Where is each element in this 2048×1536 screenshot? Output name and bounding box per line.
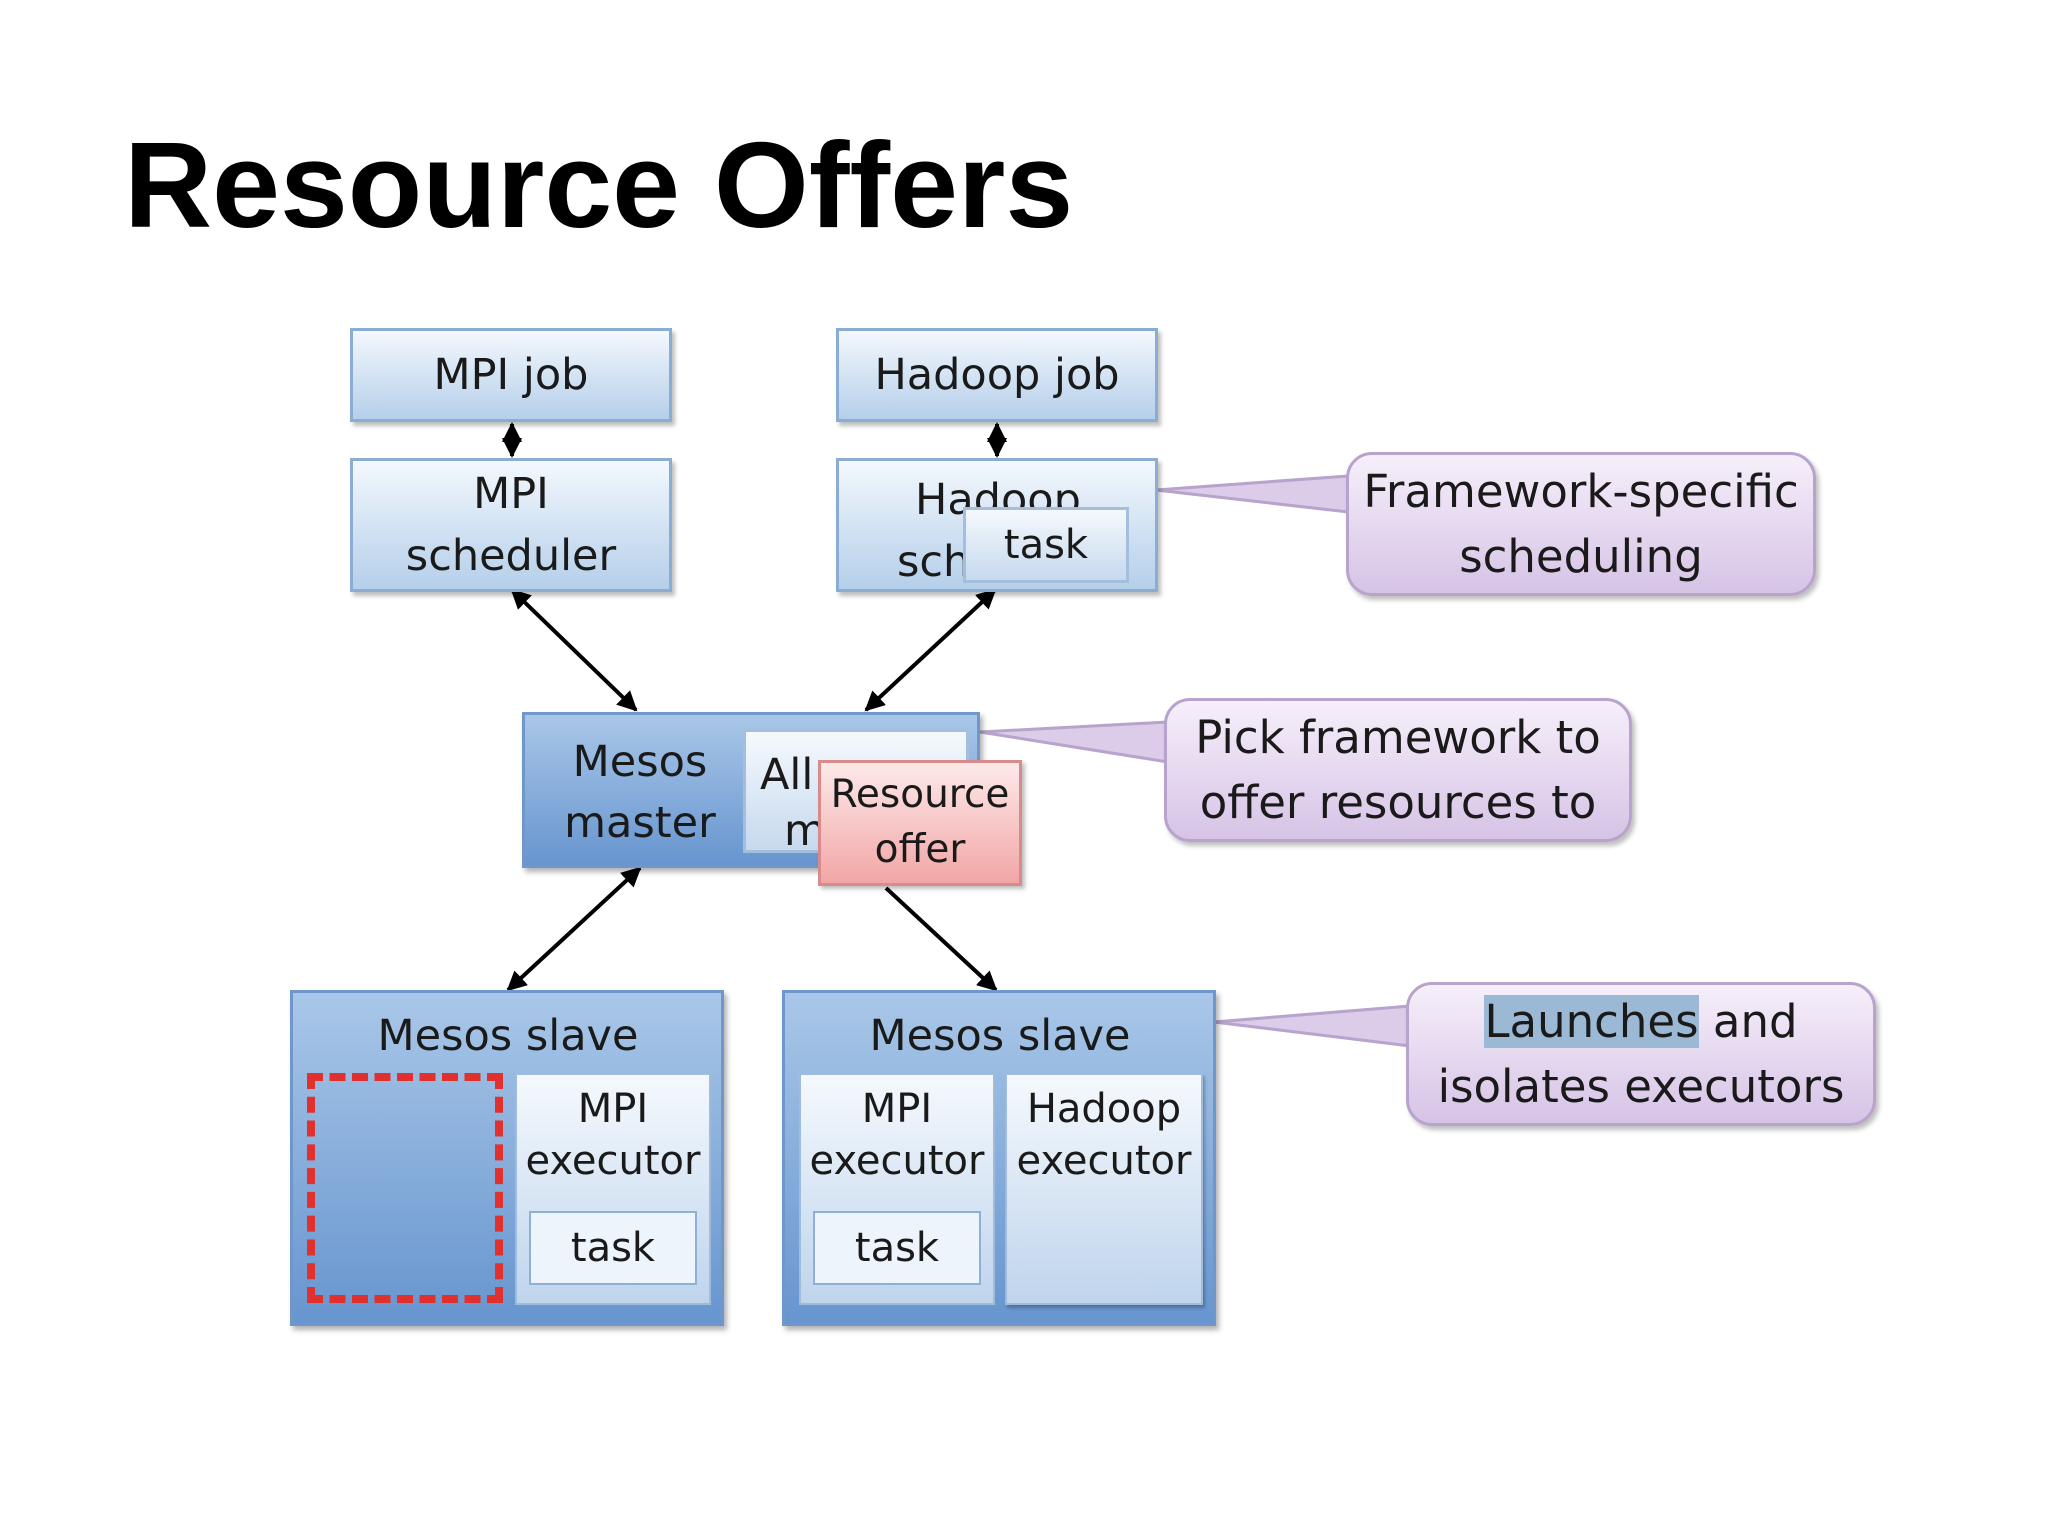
mpi-executor-left-box: MPI executor task — [515, 1073, 711, 1305]
callout-pointer-pick — [979, 720, 1170, 764]
mpi-scheduler-label-1: MPI — [473, 468, 549, 519]
mesos-slave-left-title: Mesos slave — [377, 1011, 639, 1061]
slide-title: Resource Offers — [124, 117, 1074, 253]
hadoop-executor-label-1: Hadoop — [1026, 1086, 1182, 1132]
callout-pick-line-2: offer resources to — [1199, 776, 1597, 829]
resource-offer-label-1: Resource — [830, 772, 1010, 818]
freed-slot-dashed — [307, 1073, 503, 1303]
resource-offer-box: Resource offer — [818, 760, 1022, 886]
mpi-scheduler-box: MPI scheduler — [350, 458, 672, 592]
hadoop-scheduler-label-2: sch — [897, 537, 971, 587]
arrow-mpi-scheduler-master — [510, 588, 638, 712]
callout-launches-line-1: Launches and — [1484, 989, 1798, 1054]
mpi-task-left-box: task — [529, 1211, 697, 1285]
mesos-master-label-2: master — [564, 798, 716, 848]
mpi-executor-left-label-2: executor — [525, 1138, 701, 1184]
callout-pointer-launches — [1213, 1004, 1412, 1048]
hadoop-executor-label-2: executor — [1016, 1138, 1192, 1184]
mpi-executor-left-label-1: MPI — [577, 1086, 649, 1132]
mpi-task-right-box: task — [813, 1211, 981, 1285]
callout-framework-specific: Framework-specific scheduling — [1346, 452, 1816, 596]
mesos-slave-right-title: Mesos slave — [869, 1011, 1131, 1061]
hadoop-job-box: Hadoop job — [836, 328, 1158, 422]
callout-pick-line-1: Pick framework to — [1195, 710, 1601, 764]
mpi-executor-right-box: MPI executor task — [799, 1073, 995, 1305]
mpi-job-label: MPI job — [433, 349, 589, 400]
arrow-offer-right-slave — [884, 886, 998, 992]
mpi-task-left-label: task — [570, 1225, 656, 1271]
mpi-job-box: MPI job — [350, 328, 672, 422]
hadoop-scheduler-box: Hadoop sch task — [836, 458, 1158, 592]
mesos-slave-right: Mesos slave MPI executor task Hadoop exe… — [782, 990, 1216, 1326]
mpi-task-right-label: task — [854, 1225, 940, 1271]
mpi-executor-right-label-1: MPI — [861, 1086, 933, 1132]
hadoop-task-box: task — [963, 507, 1129, 583]
callout-launches-highlight: Launches — [1484, 994, 1699, 1048]
callout-launches: Launches and isolates executors — [1406, 982, 1876, 1126]
resource-offer-label-2: offer — [874, 827, 966, 872]
hadoop-executor-box: Hadoop executor — [1005, 1073, 1203, 1305]
callout-framework-line-2: scheduling — [1459, 530, 1703, 583]
mpi-scheduler-label-2: scheduler — [405, 531, 617, 581]
arrow-hadoop-scheduler-master — [864, 588, 997, 712]
mpi-executor-left-text: MPI executor — [517, 1085, 709, 1185]
allocation-module-label-1: All — [760, 750, 814, 800]
hadoop-task-label: task — [1003, 522, 1089, 568]
arrow-master-left-slave — [506, 866, 642, 992]
mesos-slave-left: Mesos slave MPI executor task — [290, 990, 724, 1326]
mesos-master-text: Mesos master — [545, 725, 735, 861]
callout-framework-line-1: Framework-specific — [1363, 464, 1799, 518]
callout-pick-framework: Pick framework to offer resources to — [1164, 698, 1632, 842]
callout-launches-line-2: isolates executors — [1437, 1060, 1845, 1113]
mesos-master-label-1: Mesos — [572, 736, 708, 787]
callout-launches-rest: and — [1698, 994, 1798, 1048]
callout-pointer-framework — [1155, 474, 1350, 514]
mpi-executor-right-text: MPI executor — [801, 1085, 993, 1185]
hadoop-job-label: Hadoop job — [874, 349, 1120, 400]
mpi-executor-right-label-2: executor — [809, 1138, 985, 1184]
hadoop-executor-text: Hadoop executor — [1007, 1085, 1201, 1185]
